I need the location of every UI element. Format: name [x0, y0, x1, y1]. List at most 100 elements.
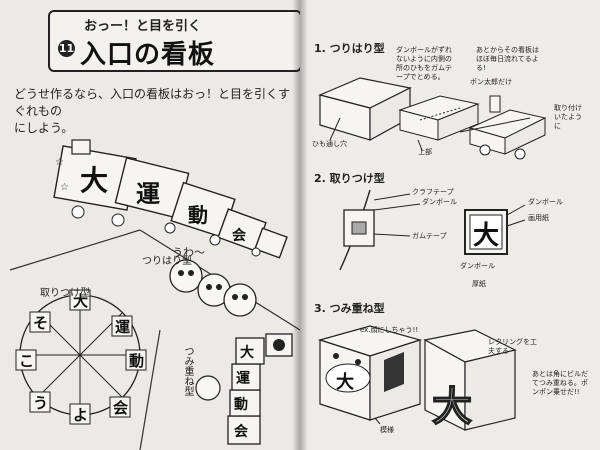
face-eye	[333, 353, 339, 359]
wheel-char-box	[69, 403, 91, 425]
label-toritsuke: 取りつけ型	[40, 288, 91, 299]
star-decoration: ☆	[55, 157, 64, 168]
letter-box-side	[464, 349, 516, 431]
letter-char: 大	[432, 384, 472, 430]
face-char: 大	[336, 371, 354, 393]
label-cardboard-2: ダンボール	[528, 198, 563, 206]
child-face	[195, 375, 221, 401]
wheel-char-box	[69, 289, 91, 311]
face-eye	[355, 359, 361, 365]
mounted-panel-diagram: 大	[339, 189, 526, 271]
train-pole	[459, 117, 531, 133]
train-chimney	[71, 139, 91, 155]
stack-char: 動	[234, 396, 248, 413]
label-pattern: 模様	[380, 426, 394, 434]
label-tsumi: つみ重ね型	[182, 346, 193, 396]
train-wheel	[164, 222, 176, 234]
train-char: 運	[136, 180, 160, 208]
note-lettering: レタリングを工夫する	[488, 338, 537, 355]
child-face	[169, 259, 203, 293]
wheel-char: 大	[73, 292, 88, 310]
stack-char: 運	[236, 371, 251, 387]
wheel-char-box	[125, 349, 147, 371]
divider-line	[139, 329, 161, 450]
wheel-char: こ	[19, 352, 34, 370]
leader-line	[373, 203, 421, 211]
note-string-hole: ひも通し穴	[312, 140, 347, 148]
stack-box	[227, 415, 261, 445]
wheel-char: そ	[33, 314, 48, 332]
child-eye	[216, 284, 222, 290]
label-thick-paper: 厚紙	[472, 280, 486, 288]
stack-box	[231, 363, 261, 391]
child-face	[223, 283, 257, 317]
label-drawing-paper: 画用紙	[528, 214, 549, 222]
wheel-spoke	[37, 312, 123, 398]
train-char: 動	[188, 203, 208, 227]
stack-char: 大	[240, 344, 254, 361]
leader-line	[417, 139, 423, 151]
train-chimney	[489, 95, 501, 113]
wheel-char: う	[33, 394, 48, 412]
note-top: 上部	[418, 148, 432, 156]
right-page: 1. つりはり型 2. 取りつけ型 3. つみ重ね型	[300, 0, 600, 450]
wheel-char: 会	[113, 399, 128, 417]
child-eye	[242, 294, 248, 300]
child-eye	[188, 270, 194, 276]
gum-tape-block	[351, 221, 367, 235]
note-make-face: ex.顔にしちゃう!!	[360, 326, 419, 334]
intro-line-2: にしよう。	[14, 121, 74, 135]
child-eye	[232, 294, 238, 300]
wheel-char-box	[111, 315, 133, 337]
train-wheel	[514, 148, 526, 160]
left-page: おっー！と目を引く 11 入口の看板 どうせ作るなら、入口の看板はおっ！と目を引…	[0, 0, 302, 450]
children-illustration	[169, 259, 257, 317]
train-illustration: 大 運 動 会 ☆ ☆	[53, 139, 288, 259]
note-board-daily: あとからその看板はほぼ毎日流れてるよる!	[476, 46, 539, 72]
hanging-box-diagram	[318, 77, 547, 160]
wheel-char-box	[29, 311, 51, 333]
leader-line	[373, 233, 411, 237]
wheel-char: 運	[115, 318, 131, 336]
label-cardboard-3: ダンボール	[460, 262, 495, 270]
string-line	[419, 107, 461, 121]
note-stack: あとは角にビルだてつみ重ねる。ポンポン乗せだ!!	[532, 370, 588, 396]
label-tsuri: つりはり型	[142, 256, 192, 267]
train-box-front	[469, 127, 506, 155]
train-char: 大	[80, 164, 108, 197]
panel-char: 大	[473, 221, 499, 251]
train-car	[254, 227, 288, 259]
label-craft-tape: クラフテープ	[412, 188, 454, 196]
left-illustrations: 大 運 動 会 ☆ ☆	[9, 139, 301, 450]
leader-line	[374, 417, 381, 425]
intro-line-1: どうせ作るなら、入口の看板はおっ！と目を引くすぐれもの	[14, 87, 291, 118]
star-decoration: ☆	[60, 182, 69, 193]
wheel-sign-illustration: 大 運 動 会 よ う こ そ	[15, 289, 147, 425]
wheel-char-box	[109, 396, 131, 418]
sign-panel-inner	[469, 214, 503, 250]
section-2-title: 2. 取りつけ型	[314, 172, 385, 185]
wheel-char: 動	[129, 352, 144, 370]
child-eye	[178, 270, 184, 276]
chapter-subtitle: おっー！と目を引く	[84, 19, 202, 34]
divider-line	[9, 229, 141, 271]
leader-line	[506, 219, 526, 227]
train-char: 会	[232, 227, 247, 244]
section-number-badge: 11	[58, 40, 75, 57]
stack-box	[235, 337, 265, 365]
section-3-title: 3. つみ重ね型	[314, 302, 385, 315]
pattern-block	[384, 352, 404, 392]
wheel-char-box	[29, 391, 51, 413]
train-wheel	[209, 234, 221, 246]
label-cardboard: ダンボール	[422, 198, 457, 206]
child-eye	[206, 284, 212, 290]
title-box: おっー！と目を引く 11 入口の看板	[48, 10, 302, 72]
note-install: 取り付けいたように	[554, 104, 582, 130]
wheel-char-box	[15, 349, 37, 371]
face-mouth	[325, 363, 371, 393]
label-gum-tape: ガムテープ	[412, 232, 447, 240]
note-pon: ポン太郎だけ	[470, 78, 512, 86]
train-wheel	[479, 144, 491, 156]
leader-line	[506, 204, 526, 216]
